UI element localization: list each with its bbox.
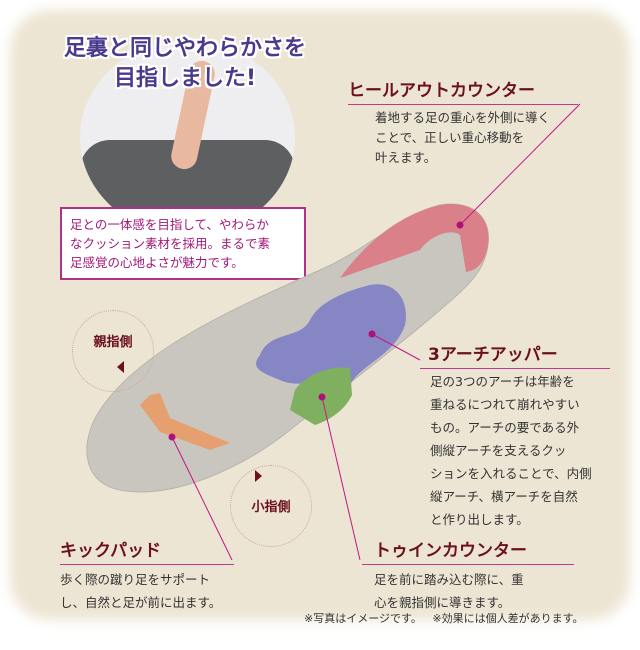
cushion-photo (80, 40, 295, 235)
headline-line1: 足裏と同じやわらかさを (63, 36, 306, 61)
toein-title: トゥインカウンター (362, 536, 574, 565)
toein-desc: 足を前に踏み込む際に、重 心を親指側に導きます。 (374, 568, 524, 614)
feature-line: 足感覚の心地よさが魅力です。 (70, 255, 244, 270)
text-line: 足を前に踏み込む際に、重 (374, 572, 524, 587)
little-toe-text: 小指側 (251, 500, 291, 515)
little-toe-side-label: 小指側 (230, 465, 312, 547)
text-line: 心を親指側に導きます。 (374, 595, 511, 610)
headline: 足裏と同じやわらかさを 目指しました! (40, 34, 330, 94)
disclaimer-photo: ※写真はイメージです。 (304, 612, 422, 625)
text-line: 着地する足の重心を外側に導く (375, 110, 551, 125)
feature-line: 足との一体感を目指して、やわらか (70, 217, 269, 232)
feature-line: なクッション素材を採用。まるで素 (70, 236, 271, 251)
kick-title: キックパッド (60, 536, 234, 565)
text-line: 叶えます。 (375, 150, 437, 165)
text-line: 側縦アーチを支えるクッ (430, 443, 567, 458)
heel-desc: 着地する足の重心を外側に導く ことで、正しい重心移動を 叶えます。 (375, 108, 550, 168)
text-line: 重ねるにつれて崩れやすい (430, 397, 580, 412)
headline-line2: 目指しました! (113, 66, 257, 91)
kick-desc: 歩く際の蹴り足をサポート し、自然と足が前に出ます。 (60, 568, 221, 614)
heel-title: ヒールアウトカウンター (348, 76, 578, 105)
text-line: と作り出します。 (430, 512, 529, 527)
arch-desc: 足の3つのアーチは年齢を 重ねるにつれて崩れやすい もの。アーチの要である外 側… (430, 370, 592, 531)
big-toe-text: 親指側 (93, 335, 133, 350)
disclaimer: ※写真はイメージです。 ※効果には個人差があります。 (304, 610, 584, 626)
text-line: ことで、正しい重心移動を (375, 130, 525, 145)
kick-pad (140, 393, 230, 450)
text-line: もの。アーチの要である外 (430, 420, 580, 435)
text-line: ションを入れることで、内側 (430, 466, 592, 481)
text-line: 歩く際の蹴り足をサポート (60, 572, 211, 587)
arch-pad (256, 284, 406, 385)
feature-box: 足との一体感を目指して、やわらか なクッション素材を採用。まるで素 足感覚の心地… (60, 207, 306, 280)
arch-title: 3アーチアッパー (420, 340, 610, 369)
big-toe-side-label: 親指側 (72, 310, 154, 392)
heel-counter-pad (340, 204, 489, 278)
disclaimer-results: ※効果には個人差があります。 (432, 612, 584, 625)
text-line: 縦アーチ、横アーチを自然 (430, 489, 578, 504)
text-line: し、自然と足が前に出ます。 (60, 595, 222, 610)
text-line: 足の3つのアーチは年齢を (430, 374, 575, 389)
